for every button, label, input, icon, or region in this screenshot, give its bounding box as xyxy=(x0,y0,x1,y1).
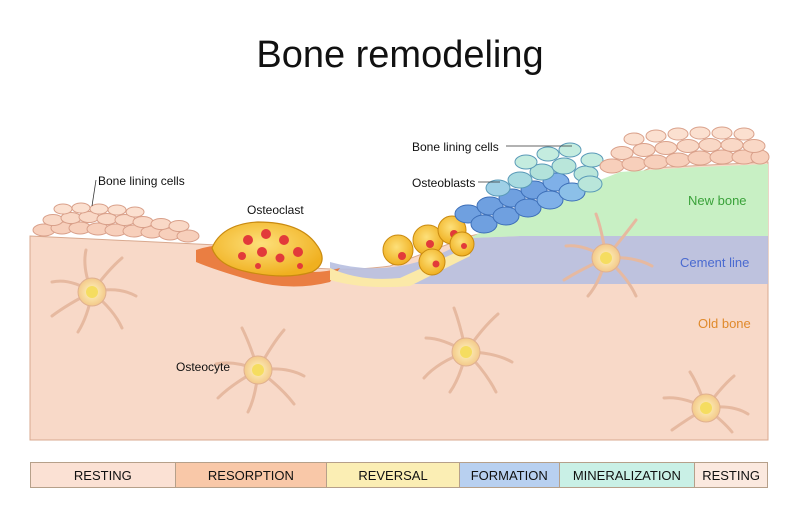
osteocyte xyxy=(662,370,750,434)
label-lining-cells-left: Bone lining cells xyxy=(98,174,185,188)
phase-mineralization: MINERALIZATION xyxy=(559,463,696,487)
phase-resting-start: RESTING xyxy=(31,463,176,487)
label-osteocyte: Osteocyte xyxy=(176,360,231,374)
osteocyte xyxy=(422,306,514,394)
new-bone-region xyxy=(470,164,768,238)
lining-cells-right xyxy=(599,126,770,174)
label-cement-line: Cement line xyxy=(680,255,750,270)
phase-resorption: RESORPTION xyxy=(175,463,328,487)
label-lining-cells-right: Bone lining cells xyxy=(412,140,499,154)
leader-lines xyxy=(91,145,572,207)
label-new-bone: New bone xyxy=(688,193,747,208)
reversal-cells xyxy=(382,215,475,276)
page-title: Bone remodeling xyxy=(256,34,544,76)
phase-resting-end: RESTING xyxy=(695,463,767,487)
lining-cells-left xyxy=(32,202,200,243)
phase-bar: RESTING RESORPTION REVERSAL FORMATION MI… xyxy=(30,462,768,488)
osteoblasts xyxy=(454,142,604,234)
label-osteoclast: Osteoclast xyxy=(247,203,304,217)
label-old-bone: Old bone xyxy=(698,316,751,331)
osteocyte xyxy=(214,326,306,414)
osteocyte xyxy=(50,248,138,334)
osteocyte xyxy=(562,212,654,298)
phase-formation: FORMATION xyxy=(459,463,560,487)
osteoclast-cell xyxy=(211,221,323,277)
phase-reversal: REVERSAL xyxy=(327,463,460,487)
label-osteoblasts: Osteoblasts xyxy=(412,176,476,190)
